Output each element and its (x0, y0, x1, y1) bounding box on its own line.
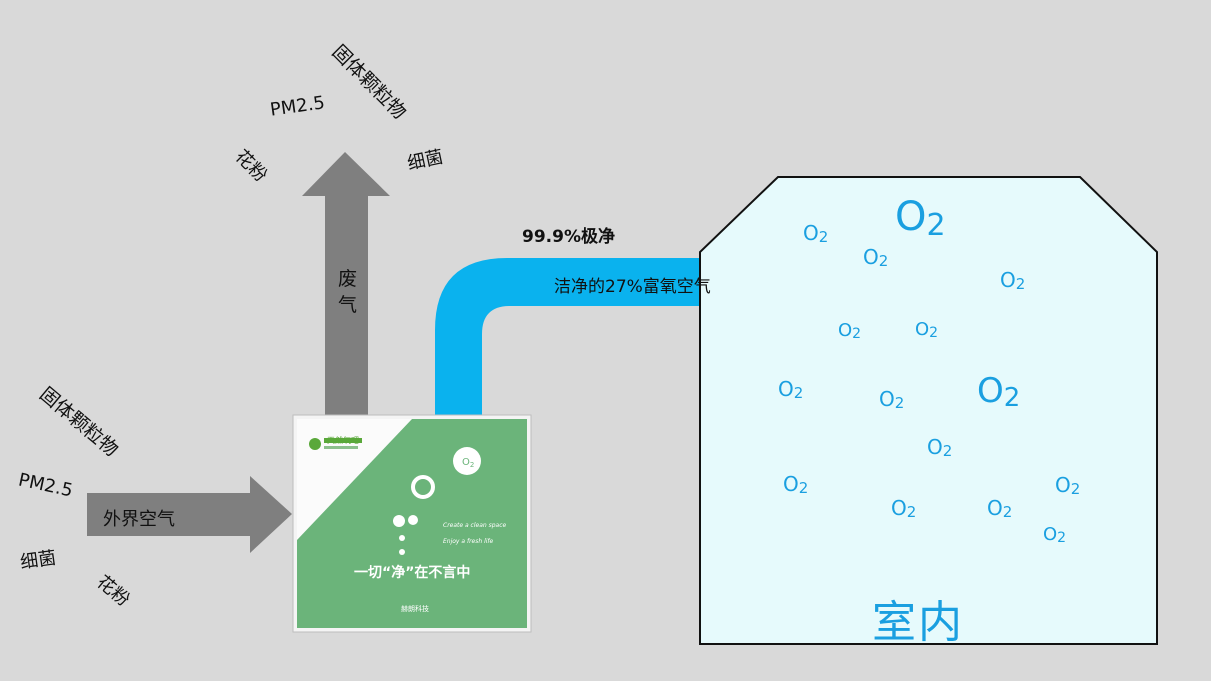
left-bacteria-label: 细菌 (18, 547, 58, 574)
exhaust-label-2: 气 (338, 294, 358, 316)
device-slogan-en-1: Create a clean space (443, 522, 507, 529)
purifier-device: O2 Create a clean space Enjoy a fresh li… (292, 414, 532, 633)
device-slogan-en-2: Enjoy a fresh life (443, 538, 494, 545)
exhaust-arrow (302, 152, 390, 415)
supply-label: 洁净的27%富氧空气 (554, 277, 711, 297)
indoor-room (699, 176, 1158, 645)
device-slogan: 一切“净”在不言中 (354, 564, 470, 581)
room-label: 室内 (872, 597, 964, 648)
o2-molecule: O2 (915, 319, 938, 341)
supply-heading: 99.9%极净 (522, 227, 615, 247)
exhaust-label-1: 废 (338, 268, 358, 290)
intake-arrow (87, 476, 292, 553)
brand-logo-icon (309, 438, 321, 450)
intake-label: 外界空气 (103, 509, 175, 530)
o2-molecule: O2 (838, 320, 861, 342)
device-maker: 赫朗科技 (401, 604, 429, 613)
o2-molecule: O2 (1043, 524, 1066, 546)
o2-molecule: O2 (977, 371, 1020, 413)
device-brand: 天然氧吧 (327, 436, 359, 445)
